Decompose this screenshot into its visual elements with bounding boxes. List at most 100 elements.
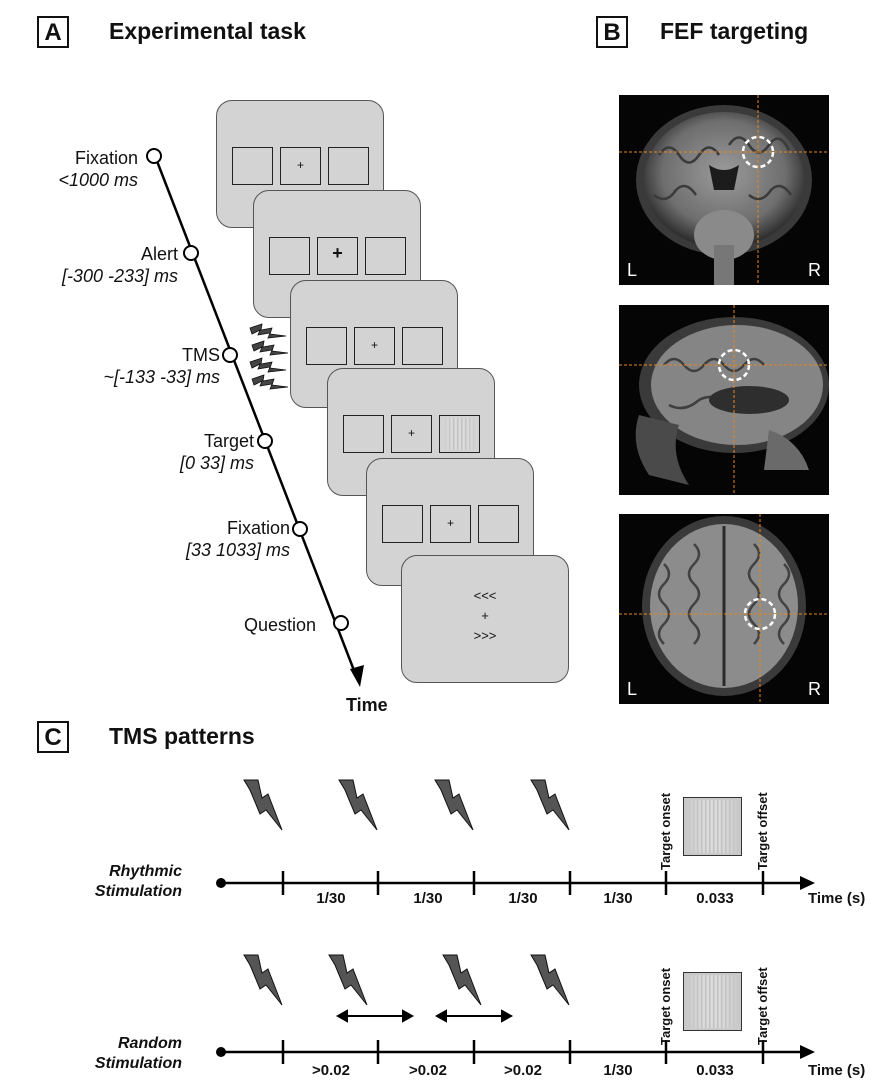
left-placeholder-box	[343, 415, 384, 453]
left-hemisphere-label: L	[627, 260, 638, 280]
random-timeline	[216, 954, 815, 1064]
right-hemisphere-label: R	[808, 679, 821, 699]
event-time: ~[-133 -33] ms	[103, 367, 220, 387]
jitter-arrow	[434, 1009, 514, 1023]
left-placeholder-box	[382, 505, 423, 543]
interval-label: 0.033	[696, 890, 734, 907]
grating-stimulus	[686, 975, 739, 1028]
random-stimulation-label: Random Stimulation	[95, 1034, 182, 1074]
target-grating-box	[439, 415, 480, 453]
event-label: Fixation	[226, 518, 290, 538]
interval-label: >0.02	[504, 1062, 542, 1079]
right-placeholder-box	[478, 505, 519, 543]
bolt-icon	[434, 779, 474, 831]
target-onset-label: Target onset	[658, 792, 673, 870]
event-tms: TMS ~[-133 -33] ms	[103, 344, 220, 388]
alert-cross: +	[332, 243, 343, 263]
right-hemisphere-label: R	[808, 260, 821, 280]
panel-c-letter: C	[37, 721, 69, 753]
screen-question: <<< + >>>	[401, 555, 569, 683]
timeline-dot-fixation-2	[292, 521, 308, 537]
mri-sagittal	[619, 305, 829, 495]
target-grating-square	[683, 797, 742, 856]
bolt-icon	[243, 954, 283, 1006]
row-label-line1: Rhythmic	[109, 863, 182, 880]
grating-stimulus	[686, 800, 739, 853]
center-box: +	[280, 147, 321, 185]
interval-label: >0.02	[409, 1062, 447, 1079]
center-box: +	[354, 327, 395, 365]
fixation-cross: +	[446, 516, 454, 530]
bolt-icon	[338, 779, 378, 831]
time-seconds-label: Time (s)	[808, 890, 866, 907]
bolt-icon	[442, 954, 482, 1006]
left-placeholder-box	[232, 147, 273, 185]
event-fixation-2: Fixation [33 1033] ms	[186, 517, 290, 561]
right-placeholder-box	[328, 147, 369, 185]
interval-label: 1/30	[508, 890, 538, 907]
panel-a-title: Experimental task	[109, 18, 306, 44]
row-label-line2: Stimulation	[94, 883, 182, 900]
mri-axial: L R	[619, 514, 829, 704]
time-seconds-label: Time (s)	[808, 1062, 866, 1079]
interval-label: 1/30	[316, 890, 346, 907]
panel-b-letter: B	[596, 16, 628, 48]
left-placeholder-box	[306, 327, 347, 365]
event-time: [0 33] ms	[179, 453, 254, 473]
event-fixation: Fixation <1000 ms	[58, 147, 138, 191]
timeline-dot-alert	[183, 245, 199, 261]
fixation-cross: +	[296, 158, 304, 172]
question-fixation: +	[481, 608, 489, 623]
fixation-cross: +	[370, 338, 378, 352]
event-target: Target [0 33] ms	[180, 430, 254, 474]
center-box: +	[391, 415, 432, 453]
event-alert: Alert [-300 -233] ms	[62, 243, 178, 287]
question-bottom-arrows: >>>	[473, 628, 497, 643]
tms-bolt-icons	[249, 323, 289, 390]
timeline-dot-question	[333, 615, 349, 631]
mri-coronal: L R	[619, 95, 829, 285]
target-offset-label: Target offset	[755, 967, 770, 1045]
time-axis-label: Time	[346, 695, 388, 715]
event-question: Question	[244, 614, 316, 636]
timeline-axis	[153, 155, 364, 687]
row-label-line1: Random	[118, 1035, 182, 1052]
interval-label: 1/30	[413, 890, 443, 907]
event-time: [-300 -233] ms	[61, 266, 178, 286]
bolt-icon	[530, 779, 570, 831]
row-label-line2: Stimulation	[94, 1055, 182, 1072]
center-box: +	[317, 237, 358, 275]
event-label: Alert	[140, 244, 178, 264]
event-label: Fixation	[74, 148, 138, 168]
panel-a-letter: A	[37, 16, 69, 48]
event-time: [33 1033] ms	[185, 540, 290, 560]
bolt-icon	[328, 954, 368, 1006]
grating-stimulus	[442, 418, 477, 450]
interval-label: 0.033	[696, 1062, 734, 1079]
rhythmic-stimulation-label: Rhythmic Stimulation	[95, 862, 182, 902]
event-label: TMS	[182, 345, 220, 365]
rhythmic-timeline	[216, 779, 815, 895]
jitter-arrow	[335, 1009, 415, 1023]
left-hemisphere-label: L	[627, 679, 638, 699]
right-placeholder-box	[365, 237, 406, 275]
bolt-icon	[249, 323, 289, 390]
bolt-icon	[243, 779, 283, 831]
target-offset-label: Target offset	[755, 792, 770, 870]
timeline-dot-tms	[222, 347, 238, 363]
target-grating-square	[683, 972, 742, 1031]
fixation-cross: +	[407, 426, 415, 440]
interval-label: 1/30	[603, 890, 633, 907]
timeline-dot-fixation	[146, 148, 162, 164]
panel-c-title: TMS patterns	[109, 723, 255, 749]
interval-label: 1/30	[603, 1062, 633, 1079]
event-time: <1000 ms	[58, 170, 138, 190]
event-label: Question	[243, 615, 316, 635]
question-top-arrows: <<<	[473, 588, 497, 603]
center-box: +	[430, 505, 471, 543]
timeline-dot-target	[257, 433, 273, 449]
left-placeholder-box	[269, 237, 310, 275]
target-onset-label: Target onset	[658, 967, 673, 1045]
bolt-icon	[530, 954, 570, 1006]
interval-label: >0.02	[312, 1062, 350, 1079]
